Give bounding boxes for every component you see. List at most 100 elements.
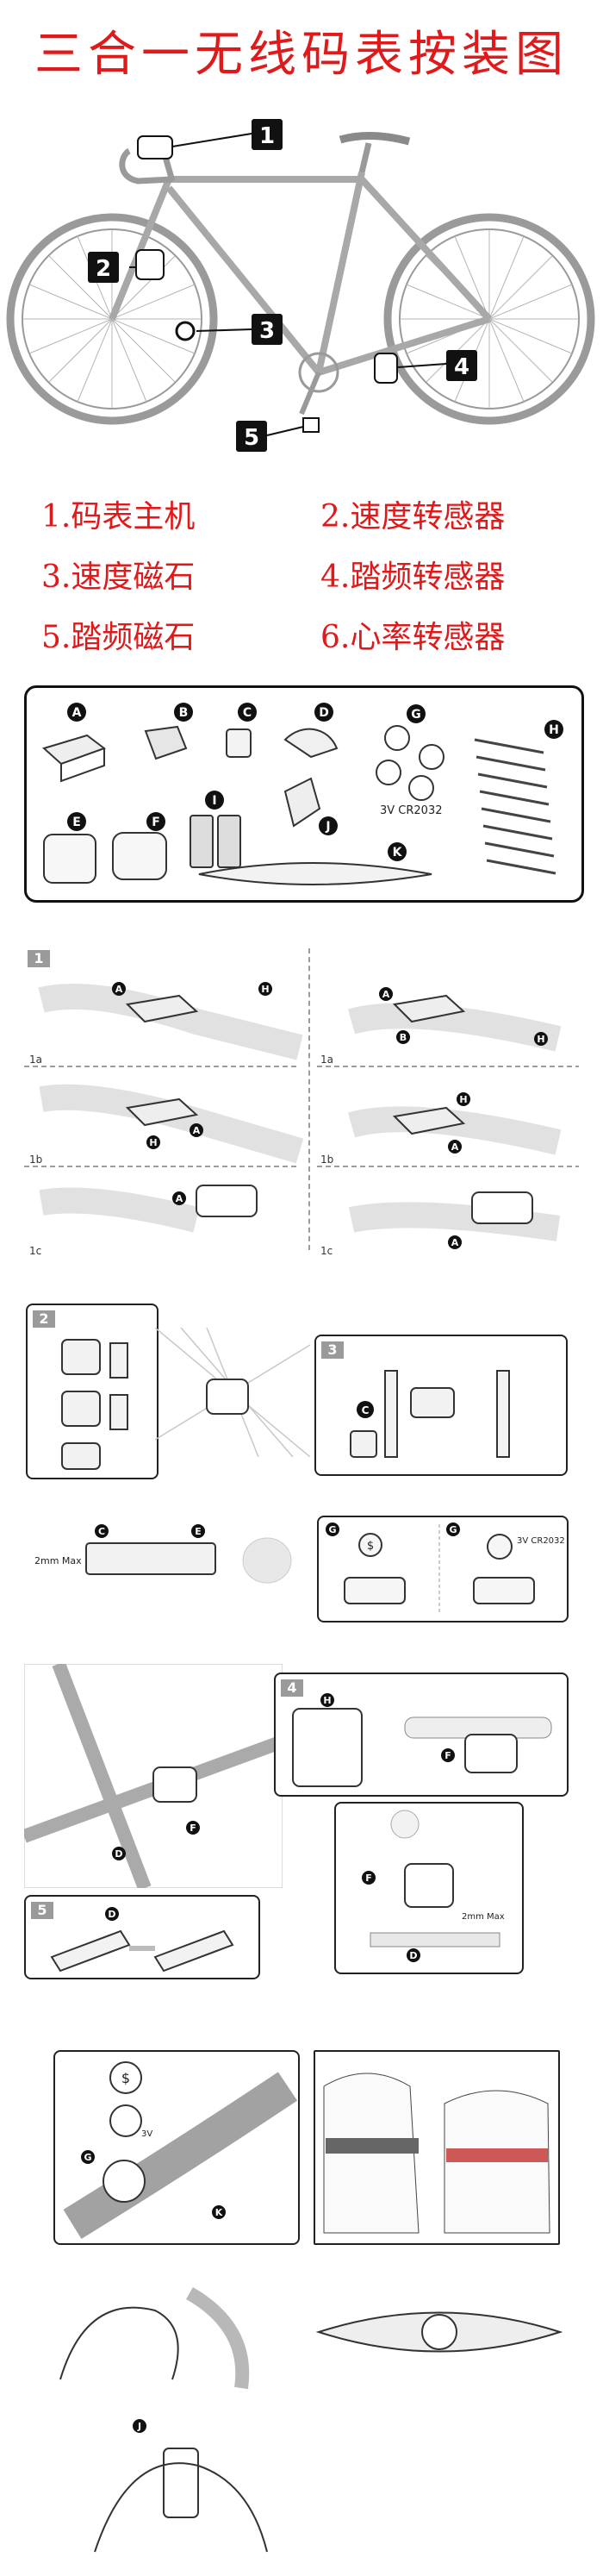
hr-wearing-panel <box>314 2050 560 2245</box>
letter-marker: H <box>261 984 269 995</box>
callout-5-label: 5 <box>244 425 259 451</box>
part-num: 5. <box>41 620 71 655</box>
step-2-drawing <box>61 1339 128 1470</box>
callout-1: 1 <box>252 119 283 150</box>
step-5-drawing: D <box>50 1907 234 1973</box>
gap-label: 2mm Max <box>34 1555 82 1566</box>
letter-marker: A <box>382 989 390 1000</box>
letter-marker: F <box>190 1823 196 1834</box>
callout-3: 3 <box>252 314 283 345</box>
substep-label: 1a <box>320 1054 333 1066</box>
step-5-panel: 5 D <box>24 1895 260 1979</box>
step-4-drawing: H F <box>292 1693 552 1787</box>
callout-2: 2 <box>88 252 119 283</box>
step-3-drawing: C <box>350 1370 510 1458</box>
divider <box>308 948 310 1250</box>
coin-symbol: $ <box>367 1540 374 1553</box>
letter-marker: G <box>328 1524 336 1535</box>
letter-marker: A <box>193 1125 201 1136</box>
substep-label: 1b <box>320 1154 333 1166</box>
letter-marker: A <box>451 1141 459 1153</box>
part-3: 3.速度磁石 <box>41 552 195 597</box>
letter-marker: G <box>449 1524 457 1535</box>
part-2: 2.速度转感器 <box>320 491 505 536</box>
page-title: 三合一无线码表按装图 <box>34 27 569 83</box>
spokes-drawing <box>155 1328 310 1457</box>
part-label: 踏频转感器 <box>350 560 506 595</box>
part-num: 4. <box>320 560 351 595</box>
part-num: 2. <box>320 499 351 535</box>
letter-marker: K <box>215 2207 223 2218</box>
letter-marker: C <box>362 1404 370 1416</box>
battery-label: 3V CR2032 <box>517 1536 565 1546</box>
component-letter: C <box>243 706 252 720</box>
substep-label: 1c <box>320 1245 333 1257</box>
callout-4: 4 <box>446 350 477 381</box>
callout-1-label: 1 <box>259 123 275 149</box>
hr-wearing-drawing <box>323 2073 550 2234</box>
letter-marker: H <box>323 1695 331 1706</box>
letter-marker: A <box>176 1193 183 1204</box>
substep-label: 1a <box>29 1054 42 1066</box>
component-letter: I <box>212 794 216 808</box>
letter-marker: H <box>459 1094 467 1105</box>
letter-marker: F <box>365 1873 372 1884</box>
crank-panel: F D 2mm Max <box>334 1802 524 1974</box>
letter-marker: F <box>444 1750 451 1761</box>
part-num: 6. <box>320 620 351 655</box>
component-letter: K <box>393 846 403 860</box>
battery-label: 3V <box>141 2129 152 2139</box>
part-label: 速度转感器 <box>350 499 506 535</box>
letter-marker: A <box>451 1237 459 1248</box>
battery-drawing: $ G G 3V CR2032 <box>326 1522 565 1614</box>
letter-marker: H <box>537 1034 544 1045</box>
component-letter: J <box>325 820 330 834</box>
component-letter: A <box>72 706 82 720</box>
letter-marker: G <box>84 2152 91 2163</box>
letter-marker: H <box>149 1137 157 1148</box>
callout-3-label: 3 <box>259 318 275 344</box>
part-label: 心率转感器 <box>350 620 506 655</box>
step-1-badge: 1 <box>28 950 50 967</box>
part-num: 1. <box>41 499 71 535</box>
letter-marker: A <box>115 984 123 995</box>
letter-marker: D <box>115 1848 122 1860</box>
strap-buckle-drawing: J <box>94 2419 268 2553</box>
component-letter: E <box>72 816 81 829</box>
part-5: 5.踏频磁石 <box>41 612 195 657</box>
step-4-badge: 4 <box>281 1679 303 1697</box>
gap-label: 2mm Max <box>462 1912 505 1922</box>
strap-drawing <box>315 2311 563 2353</box>
hr-battery-panel: $ 3V G K <box>53 2050 300 2245</box>
step-5-badge: 5 <box>31 1902 53 1919</box>
component-letter: F <box>152 816 160 829</box>
part-1: 1.码表主机 <box>41 491 195 536</box>
rear-wheel <box>383 213 595 425</box>
callout-4-label: 4 <box>454 354 469 380</box>
callout-2-label: 2 <box>96 256 111 282</box>
letter-marker: E <box>195 1526 202 1537</box>
substep-label: 1c <box>29 1245 41 1257</box>
crank-drawing: F D 2mm Max <box>362 1810 505 1962</box>
letter-marker: C <box>98 1526 105 1537</box>
hands-drawing <box>59 2287 250 2390</box>
component-letter: G <box>411 708 421 722</box>
letter-marker: D <box>409 1950 417 1961</box>
components-drawing: A B C D E F G H I J K 3V CR2032 <box>42 703 563 885</box>
component-letter: B <box>179 706 189 720</box>
letter-marker: J <box>137 2421 141 2432</box>
component-letter: D <box>319 706 329 720</box>
coin-symbol: $ <box>121 2070 130 2086</box>
substep-label: 1b <box>29 1154 42 1166</box>
magnet-gap-drawing: C E 2mm Max <box>34 1524 292 1584</box>
step-2-panel: 2 <box>26 1304 159 1479</box>
battery-label: 3V CR2032 <box>380 804 443 817</box>
components-panel: A B C D E F G H I J K 3V CR2032 <box>24 685 584 903</box>
step-2-badge: 2 <box>33 1310 55 1328</box>
step-1-diagram: 1a 1b 1c 1a 1b 1c A H A B H A H H A A A <box>24 982 579 1257</box>
callout-5: 5 <box>236 421 267 452</box>
letter-marker: B <box>400 1032 407 1043</box>
part-label: 踏频磁石 <box>71 620 196 655</box>
part-label: 速度磁石 <box>71 560 196 595</box>
part-6: 6.心率转感器 <box>320 612 505 657</box>
